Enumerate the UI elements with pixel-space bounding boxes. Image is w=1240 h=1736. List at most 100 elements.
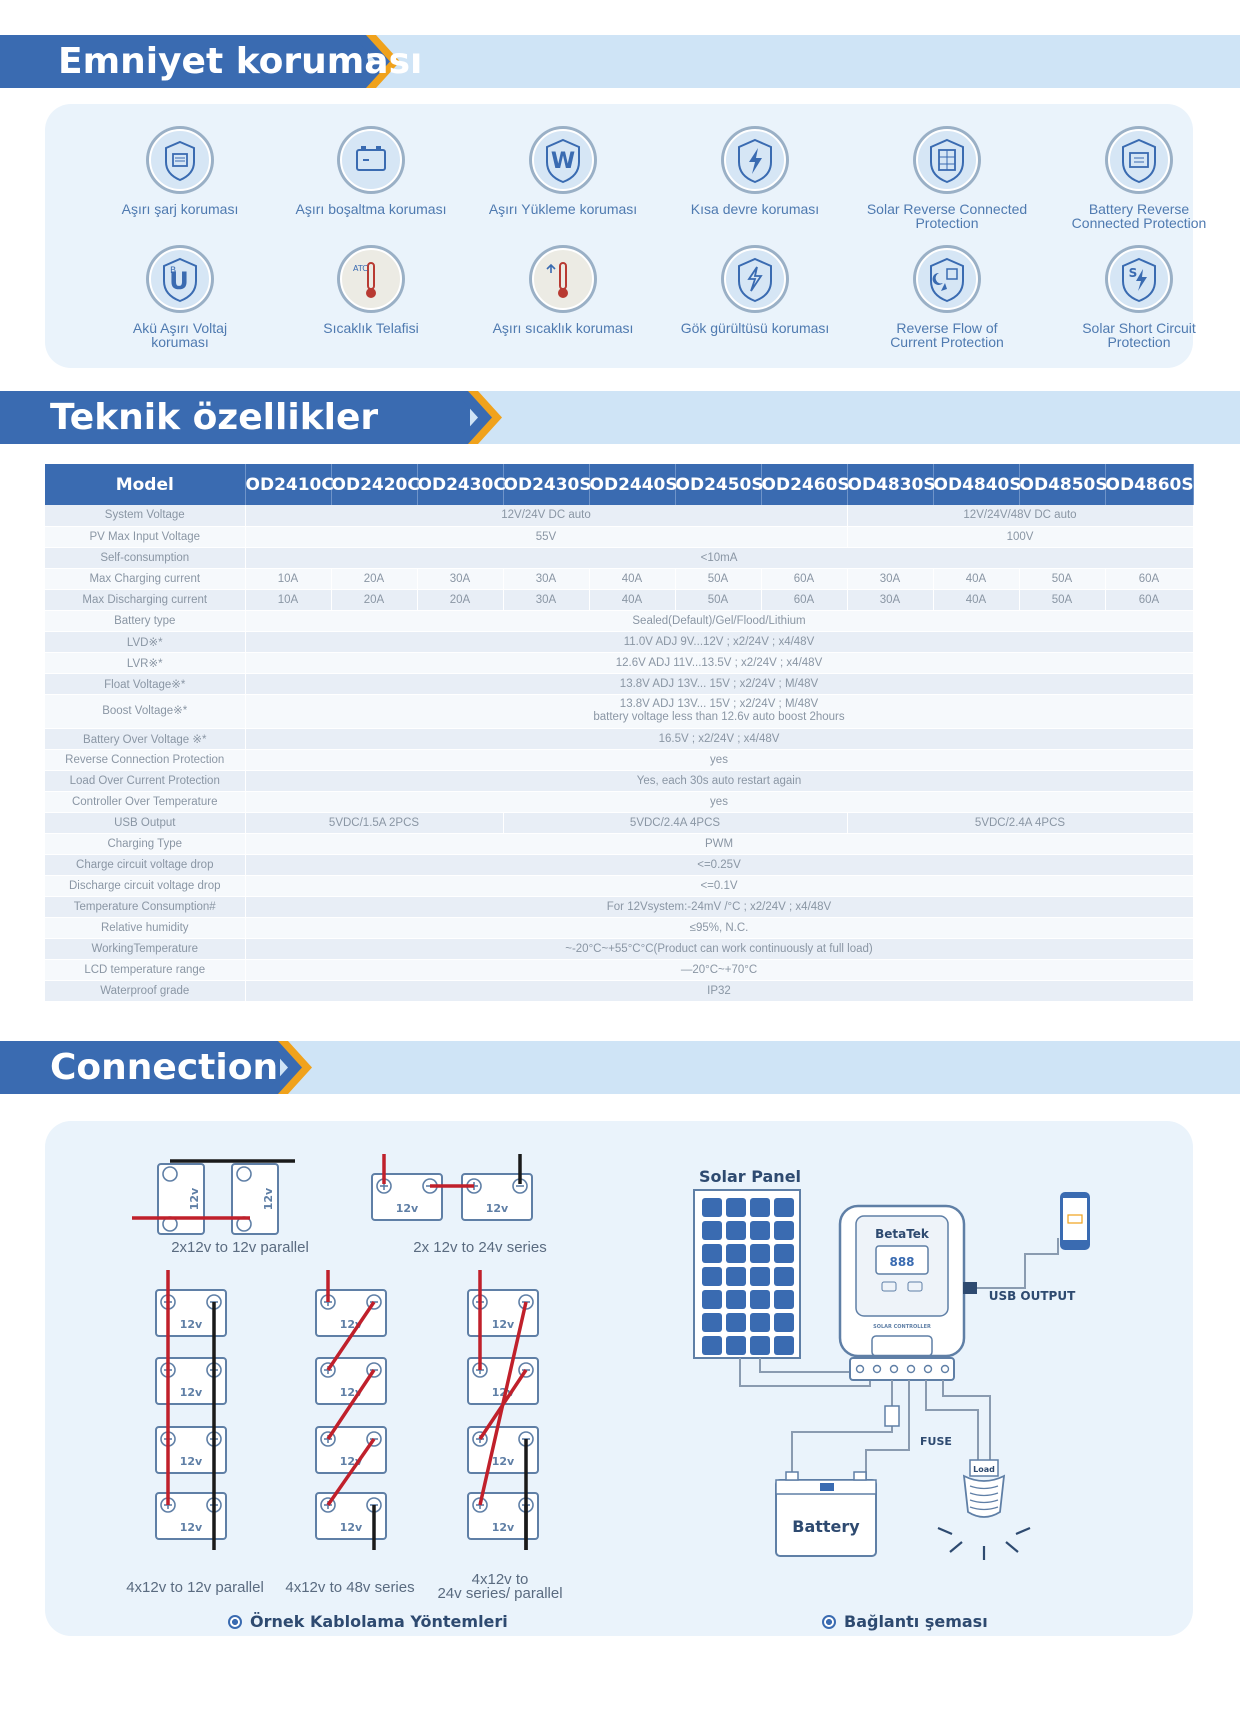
row-label: Float Voltage※*	[45, 673, 246, 695]
header-model-od2430s: OD2430S	[503, 464, 592, 505]
chevron-right-icon	[360, 35, 400, 88]
table-cell: 50A	[1019, 589, 1106, 611]
bullet-icon	[228, 1615, 242, 1629]
solar-cell	[702, 1290, 722, 1309]
red-wire	[326, 1369, 376, 1440]
row-label: Relative humidity	[45, 917, 246, 939]
bulb-coil	[969, 1499, 999, 1504]
svg-text:U: U	[169, 267, 189, 295]
table-cell: 10A	[245, 589, 332, 611]
bulb-coil	[969, 1506, 999, 1511]
table-row: Relative humidity≤95%, N.C.	[45, 917, 1194, 939]
battery-block: 12v	[155, 1289, 227, 1337]
feature-label: Aşırı Yükleme koruması	[488, 201, 638, 217]
row-label: Waterproof grade	[45, 980, 246, 1002]
table-cell: 60A	[761, 568, 848, 590]
header-model-od2410c: OD2410C	[245, 464, 334, 505]
table-cell: 5VDC/2.4A 4PCS	[503, 812, 848, 834]
load-wire	[942, 1380, 991, 1460]
bullet-icon	[822, 1615, 836, 1629]
overload-w-icon: W	[529, 126, 597, 194]
table-cell: 20A	[331, 589, 418, 611]
row-label: PV Max Input Voltage	[45, 526, 246, 548]
solar-cell	[750, 1290, 770, 1309]
table-cell: 50A	[675, 589, 762, 611]
terminal-screw	[940, 1364, 950, 1374]
bulb-coil	[969, 1492, 999, 1497]
table-cell: 30A	[847, 568, 934, 590]
battery-terminal	[785, 1471, 799, 1481]
solar-cell	[702, 1221, 722, 1240]
terminal-icon	[162, 1166, 178, 1182]
battery-block: 12v	[315, 1492, 387, 1540]
usb-output-label: USB OUTPUT	[989, 1289, 1076, 1303]
feature-label: Akü Aşırı Voltaj	[132, 320, 228, 336]
svg-text:W: W	[551, 149, 575, 174]
table-cell: 30A	[503, 589, 590, 611]
row-label: LVD※*	[45, 631, 246, 653]
table-cell: 50A	[1019, 568, 1106, 590]
panel-wire	[739, 1358, 871, 1387]
battery-block: 12v	[231, 1163, 279, 1235]
row-label: Discharge circuit voltage drop	[45, 875, 246, 897]
table-cell: 30A	[503, 568, 590, 590]
table-cell: 5VDC/1.5A 2PCS	[245, 812, 504, 834]
caption-2x-parallel: 2x12v to 12v parallel	[171, 1239, 309, 1256]
tech-title: Teknik özellikler	[50, 397, 379, 438]
solar-cell	[702, 1313, 722, 1332]
table-cell: 10A	[245, 568, 332, 590]
table-cell: PWM	[245, 833, 1194, 855]
feature-label: Solar Reverse Connected	[866, 201, 1028, 217]
battery-block: 12v	[467, 1492, 539, 1540]
row-label: LCD temperature range	[45, 959, 246, 981]
night-reverse-flow-icon	[913, 245, 981, 313]
table-cell: 30A	[847, 589, 934, 611]
battery-label: 12v	[188, 1187, 201, 1210]
table-cell: Sealed(Default)/Gel/Flood/Lithium	[245, 610, 1194, 632]
solar-panel-icon	[913, 126, 981, 194]
table-cell: 30A	[417, 568, 504, 590]
row-label: Controller Over Temperature	[45, 791, 246, 813]
red-wire	[478, 1369, 528, 1440]
battery-label: 12v	[180, 1455, 203, 1468]
solar-cell	[750, 1244, 770, 1263]
battery-wire	[791, 1380, 893, 1480]
battery-label: 12v	[180, 1318, 203, 1331]
row-label: Reverse Connection Protection	[45, 749, 246, 771]
table-cell: ≤95%, N.C.	[245, 917, 1194, 939]
brand-logo: BetaTek	[875, 1227, 930, 1241]
header-model-od4850s: OD4850S	[1019, 464, 1108, 505]
feature-label: Gök gürültüsü koruması	[680, 320, 830, 336]
controller-button	[907, 1281, 923, 1292]
solar-cell	[702, 1198, 722, 1217]
cell-line2: battery voltage less than 12.6v auto boo…	[593, 711, 845, 723]
table-cell: yes	[245, 749, 1194, 771]
tech-section-header: Teknik özellikler	[0, 391, 1240, 444]
safety-title: Emniyet koruması	[58, 41, 423, 82]
table-cell: 50A	[675, 568, 762, 590]
row-label: Charge circuit voltage drop	[45, 854, 246, 876]
bulb-base	[969, 1459, 999, 1477]
table-cell: 60A	[1105, 568, 1194, 590]
light-ray	[1015, 1526, 1031, 1536]
battery-label: 12v	[340, 1521, 363, 1534]
solar-cell	[726, 1221, 746, 1240]
table-cell: 60A	[1105, 589, 1194, 611]
controller-text: SOLAR CONTROLLER	[873, 1324, 931, 1330]
table-cell: IP32	[245, 980, 1194, 1002]
header-model-od2440s: OD2440S	[589, 464, 678, 505]
header-model-od4860s: OD4860S	[1105, 464, 1194, 505]
solar-cell	[750, 1198, 770, 1217]
feature-label: Reverse Flow of	[896, 320, 998, 336]
terminal-screw	[872, 1364, 882, 1374]
feature-item: Aşırı boşaltma koruması	[281, 124, 461, 216]
